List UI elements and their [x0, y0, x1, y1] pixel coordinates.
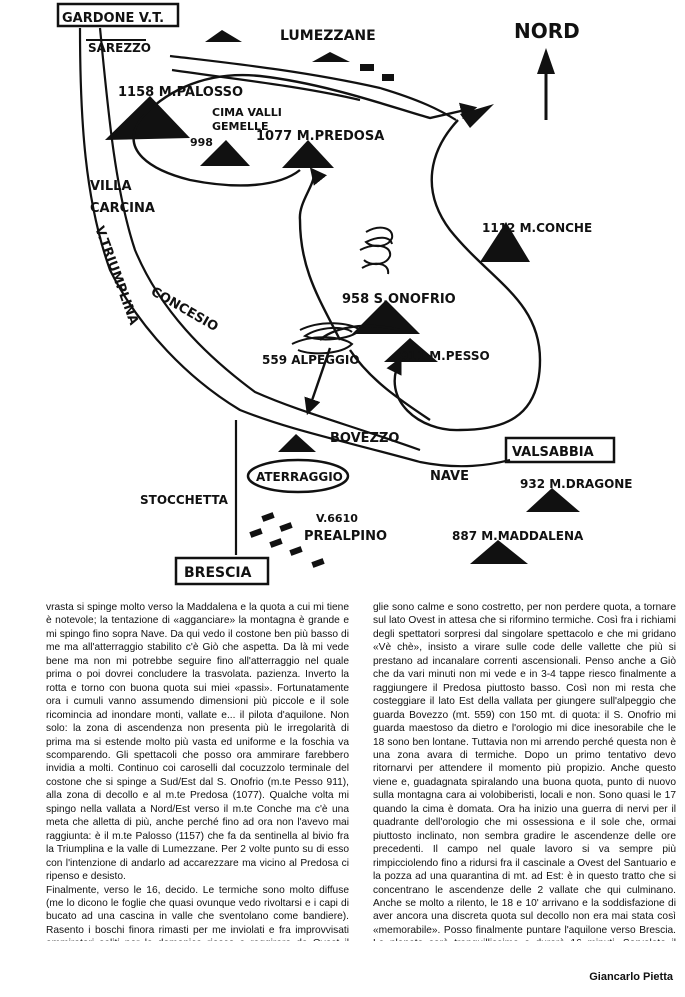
place-villa-1: VILLA	[90, 179, 132, 194]
landing-ellipse	[246, 458, 350, 494]
valsabbia-box	[504, 436, 616, 464]
place-m-conche: 1112 M.CONCHE	[482, 221, 592, 235]
brescia-box	[174, 556, 270, 586]
north-compass: NORD	[514, 19, 580, 120]
kite-icon	[460, 104, 494, 128]
place-cima-valli-alt: 998	[190, 136, 213, 149]
place-gardone: GARDONE V.T.	[62, 11, 164, 26]
article-author: Giancarlo Pietta	[589, 971, 673, 983]
lumezzane-houses	[205, 30, 394, 81]
place-villa-2: CARCINA	[90, 201, 155, 216]
article-column-2: glie sono calme e sono costretto, per no…	[373, 601, 676, 941]
article-columns: vrasta si spinge molto verso la Maddalen…	[46, 601, 676, 941]
gardone-box	[56, 2, 180, 28]
place-m-palosso: 1158 M.PALOSSO	[118, 85, 243, 100]
place-m-predosa: 1077 M.PREDOSA	[256, 129, 384, 144]
place-m-pesso: 911 M.PESSO	[400, 349, 490, 363]
flight-path	[132, 73, 542, 432]
article-paragraph: Finalmente, verso le 16, decido. Le term…	[46, 884, 349, 941]
article-column-1: vrasta si spinge molto verso la Maddalen…	[46, 601, 349, 941]
mountain-icons	[105, 96, 580, 564]
north-arrowhead-icon	[537, 48, 555, 74]
place-bovezzo: BOVEZZO	[330, 431, 399, 446]
place-valsabbia: VALSABBIA	[512, 445, 594, 460]
place-cima-valli-1: CIMA VALLI	[212, 106, 282, 119]
compass-label: NORD	[514, 19, 580, 43]
thermal-spiral-icon	[291, 226, 394, 355]
place-lumezzane: LUMEZZANE	[280, 28, 376, 44]
place-stocchetta: STOCCHETTA	[140, 493, 229, 507]
article-paragraph: vrasta si spinge molto verso la Maddalen…	[46, 602, 349, 883]
place-s-onofrio: 958 S.ONOFRIO	[342, 292, 456, 307]
place-brescia: BRESCIA	[184, 565, 252, 581]
place-aterraggio: ATERRAGGIO	[256, 470, 343, 484]
place-prealpino: PREALPINO	[304, 529, 387, 544]
place-alpeggio: 559 ALPEGGIO	[262, 353, 360, 367]
place-m-maddalena: 887 M.MADDALENA	[452, 529, 584, 543]
flight-map: NORD GARDONE V.T. SAREZZO LUMEZZANE 1158…	[56, 2, 633, 586]
place-nave: NAVE	[430, 469, 469, 484]
article-paragraph: glie sono calme e sono costretto, per no…	[373, 602, 676, 941]
city-blocks	[249, 512, 325, 568]
place-v-triumplina: V.TRIUMPLINA	[91, 224, 141, 327]
place-v-6610: V.6610	[316, 512, 358, 525]
place-cima-valli-2: GEMELLE	[212, 120, 269, 133]
place-sarezzo: SAREZZO	[88, 41, 151, 55]
place-m-dragone: 932 M.DRAGONE	[520, 477, 633, 491]
